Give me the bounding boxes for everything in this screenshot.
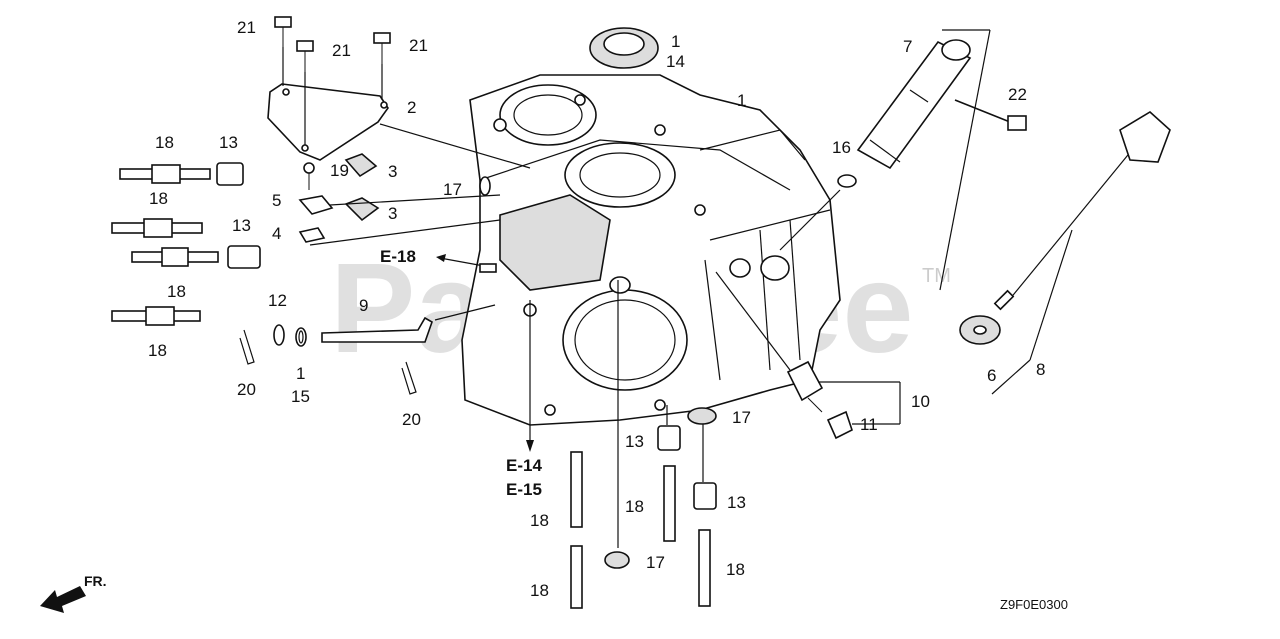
callout-5: 5 <box>272 191 281 210</box>
callout-13-b: 13 <box>232 216 251 235</box>
dowel-13-d[interactable] <box>693 482 717 510</box>
callout-3-b: 3 <box>388 204 397 223</box>
ref-e14: E-14 <box>506 456 542 475</box>
callout-14: 14 <box>666 52 685 71</box>
callout-12: 12 <box>268 291 287 310</box>
callout-20-b: 20 <box>402 410 421 429</box>
callout-11: 11 <box>860 415 878 434</box>
callout-18-f: 18 <box>625 497 644 516</box>
callout-13-d: 13 <box>727 493 746 512</box>
stud-18-a[interactable] <box>119 164 211 184</box>
stud-18-d[interactable] <box>111 306 201 326</box>
callout-18-b: 18 <box>149 189 168 208</box>
callout-15: 15 <box>291 387 310 406</box>
breather-cover-part[interactable] <box>267 83 389 161</box>
callout-1-b: 1 <box>296 364 305 383</box>
callout-1-block: 1 <box>737 91 746 110</box>
oil-pipe-9[interactable] <box>321 316 433 343</box>
callout-18-a: 18 <box>155 133 174 152</box>
o-ring-16[interactable] <box>837 174 857 188</box>
reed-valve-5[interactable] <box>298 195 334 215</box>
bolt-22[interactable] <box>954 99 1027 131</box>
stud-18-f[interactable] <box>663 465 676 542</box>
callout-18-g: 18 <box>530 581 549 600</box>
callout-2: 2 <box>407 98 416 117</box>
oil-filler-pipe-7[interactable] <box>856 39 972 170</box>
callout-21-c: 21 <box>409 36 428 55</box>
callout-7: 7 <box>903 37 912 56</box>
callout-9: 9 <box>359 296 368 315</box>
dowel-13-b[interactable] <box>227 245 261 269</box>
stud-18-e[interactable] <box>570 451 583 528</box>
callout-18-h: 18 <box>726 560 745 579</box>
callout-18-c: 18 <box>167 282 186 301</box>
callout-19: 19 <box>330 161 349 180</box>
dipstick-8[interactable] <box>993 111 1171 311</box>
filter-element-b[interactable] <box>344 197 380 222</box>
callout-18-d: 18 <box>148 341 167 360</box>
filter-element-a[interactable] <box>344 153 378 178</box>
dipstick-gasket-6[interactable] <box>959 315 1001 345</box>
pressure-switch-10[interactable] <box>786 360 824 413</box>
stud-18-b[interactable] <box>111 218 203 238</box>
callout-21-a: 21 <box>237 18 256 37</box>
callout-3-a: 3 <box>388 162 397 181</box>
callout-17-b: 17 <box>732 408 751 427</box>
stud-18-g[interactable] <box>570 545 583 609</box>
callout-20-a: 20 <box>237 380 256 399</box>
watermark-trademark: TM <box>922 265 951 287</box>
callout-17-a: 17 <box>443 180 462 199</box>
clip-4[interactable] <box>298 227 326 243</box>
callout-21-b: 21 <box>332 41 351 60</box>
ref-e15: E-15 <box>506 480 542 499</box>
bolt-21-b[interactable] <box>296 40 314 145</box>
callout-10: 10 <box>911 392 930 411</box>
stud-18-h[interactable] <box>698 529 711 607</box>
callout-17-c: 17 <box>646 553 665 572</box>
callout-13-c: 13 <box>625 432 644 451</box>
dowel-13-a[interactable] <box>216 162 244 186</box>
crankcase-block[interactable] <box>461 74 841 426</box>
front-direction-arrow: FR. <box>40 573 107 613</box>
washer-17-b[interactable] <box>687 407 717 425</box>
callout-8: 8 <box>1036 360 1045 379</box>
bolt-21-c[interactable] <box>373 32 391 100</box>
cotter-pin-20-a[interactable] <box>239 329 255 365</box>
callout-16: 16 <box>832 138 851 157</box>
ref-e18: E-18 <box>380 247 416 266</box>
washer-17-c[interactable] <box>604 551 630 569</box>
callout-22: 22 <box>1008 85 1027 104</box>
washer-17-a[interactable] <box>479 176 491 196</box>
bolt-11[interactable] <box>826 410 853 440</box>
callout-1-top: 1 <box>671 32 680 51</box>
stud-18-c[interactable] <box>131 247 219 267</box>
callout-6: 6 <box>987 366 996 385</box>
spring-15[interactable] <box>295 327 307 347</box>
callout-13-a: 13 <box>219 133 238 152</box>
bolt-21-a[interactable] <box>274 16 292 86</box>
oil-seal-part[interactable] <box>589 27 659 69</box>
dowel-13-c[interactable] <box>657 425 681 451</box>
screw-19[interactable] <box>303 162 315 190</box>
callout-4: 4 <box>272 224 281 243</box>
cotter-pin-20-b[interactable] <box>401 361 417 395</box>
svg-text:FR.: FR. <box>84 573 107 589</box>
diagram-code: Z9F0E0300 <box>1000 597 1068 612</box>
callout-18-e: 18 <box>530 511 549 530</box>
o-ring-12[interactable] <box>273 324 285 346</box>
